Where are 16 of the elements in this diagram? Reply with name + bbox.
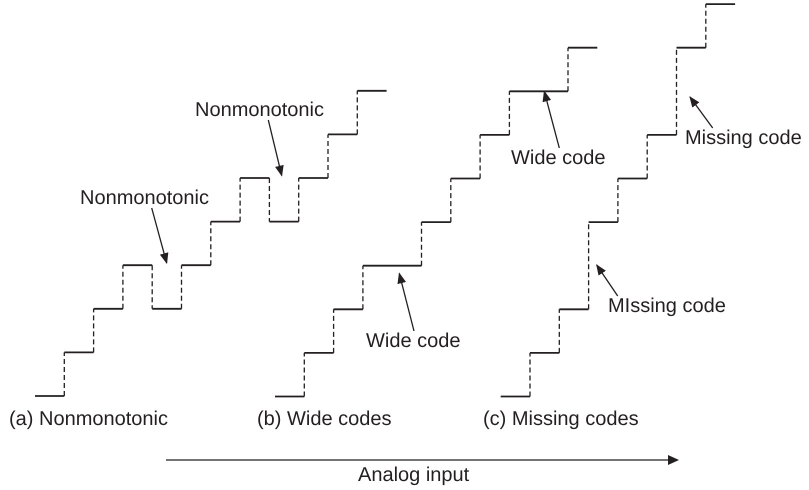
callout-text: Wide code bbox=[511, 148, 606, 168]
callout-text: Missing code bbox=[685, 128, 802, 148]
callout-text: MIssing code bbox=[608, 296, 726, 316]
leader-arrow bbox=[151, 208, 168, 264]
leader-arrow bbox=[268, 120, 284, 177]
panel-caption: (c) Missing codes bbox=[483, 409, 639, 429]
leader-arrow bbox=[689, 96, 714, 128]
axis-label: Analog input bbox=[358, 465, 470, 485]
leader-arrow bbox=[596, 264, 618, 296]
callout-text: Nonmonotonic bbox=[195, 100, 324, 120]
leader-arrow bbox=[542, 90, 560, 148]
leader-arrow bbox=[398, 272, 415, 332]
panel-caption: (a) Nonmonotonic bbox=[9, 409, 168, 429]
panel-caption: (b) Wide codes bbox=[257, 409, 392, 429]
callout-text: Wide code bbox=[366, 331, 460, 351]
callout-text: Nonmonotonic bbox=[80, 188, 209, 208]
